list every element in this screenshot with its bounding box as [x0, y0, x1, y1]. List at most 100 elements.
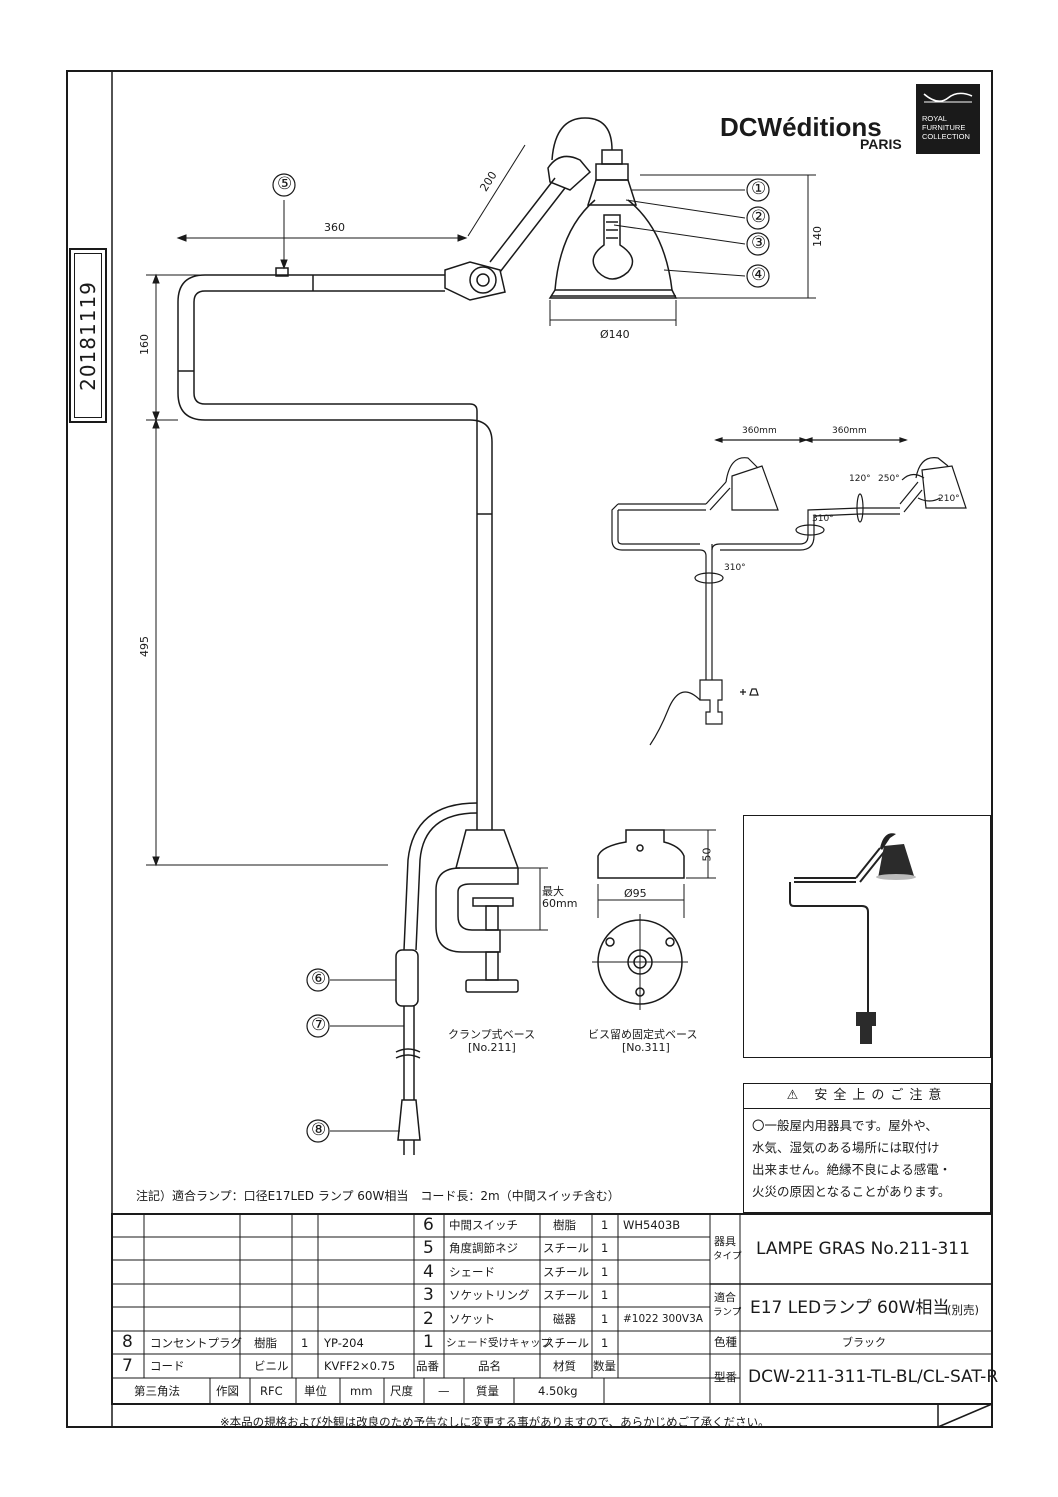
lamp-label-b: ランプ — [713, 1307, 742, 1318]
callout-8: ⑧ — [311, 1120, 327, 1140]
part-2-name: ソケット — [449, 1312, 495, 1326]
warning-line-2: 水気、湿気のある場所には取付け — [752, 1140, 940, 1155]
angle-310-post: 310° — [724, 563, 746, 573]
callout-1: ① — [751, 179, 767, 199]
part-8-name: コンセントプラグ — [150, 1336, 242, 1350]
brand-city: PARIS — [860, 136, 902, 152]
badge-line-2: FURNITURE — [922, 123, 966, 132]
part-5-qty: 1 — [601, 1241, 609, 1255]
callout-6: ⑥ — [311, 969, 327, 989]
warning-line-3: 出来ません。絶縁不良による感電・ — [752, 1162, 952, 1177]
callout-7: ⑦ — [311, 1015, 327, 1035]
drawn-label: 作図 — [216, 1384, 239, 1398]
part-4-material: スチール — [543, 1265, 589, 1279]
model-value: DCW-211-311-TL-BL/CL-SAT-R — [748, 1367, 999, 1387]
spec-note: 注記）適合ランプ：口径E17LED ランプ 60W相当 コード長：2m（中間スイ… — [136, 1189, 620, 1203]
angle-120: 120° — [849, 474, 871, 484]
callout-2: ② — [751, 207, 767, 227]
part-5-no: 5 — [423, 1238, 434, 1258]
part-4-no: 4 — [423, 1262, 434, 1282]
type-label-b: タイプ — [713, 1251, 742, 1262]
part-1-name: シェード受けキャップ — [446, 1337, 551, 1349]
badge-mark-icon — [923, 92, 973, 103]
model-label: 型番 — [714, 1370, 737, 1384]
color-label: 色種 — [714, 1335, 737, 1349]
angle-310-arm: 310° — [812, 514, 834, 524]
weight: 4.50kg — [538, 1384, 578, 1398]
scale: — — [438, 1384, 450, 1398]
span-a: 360mm — [742, 426, 777, 436]
part-8-remark: YP-204 — [324, 1336, 364, 1350]
warning-line-1: 〇一般屋内用器具です。屋外や、 — [752, 1118, 938, 1133]
part-5-material: スチール — [543, 1241, 589, 1255]
part-3-no: 3 — [423, 1285, 434, 1305]
header-name: 品名 — [478, 1359, 501, 1373]
dim-base-diameter: Ø95 — [624, 887, 647, 900]
part-8-qty: 1 — [301, 1336, 309, 1350]
date-stamp: 20181119 — [69, 248, 107, 423]
dim-shade-diameter: Ø140 — [600, 328, 630, 341]
part-3-name: ソケットリング — [449, 1288, 530, 1302]
brand-name: DCWéditions — [720, 112, 882, 142]
angle-210: 210° — [938, 494, 960, 504]
part-2-material: 磁器 — [553, 1312, 576, 1326]
drawn-by: RFC — [260, 1384, 283, 1398]
part-8-no: 8 — [122, 1332, 133, 1352]
screw-base-label: ビス留め固定式ベース — [588, 1028, 698, 1041]
type-label-a: 器具 — [714, 1235, 736, 1248]
brand-logo: DCWéditions PARIS — [720, 112, 902, 152]
part-1-qty: 1 — [601, 1336, 609, 1350]
dim-arm-upper: 360 — [324, 221, 345, 234]
part-8-material: 樹脂 — [254, 1336, 277, 1350]
lamp-sold: (別売) — [947, 1303, 979, 1317]
header-material: 材質 — [553, 1359, 576, 1373]
callout-5: ⑤ — [277, 174, 293, 194]
part-4-qty: 1 — [601, 1265, 609, 1279]
part-1-no: 1 — [423, 1332, 434, 1352]
part-3-qty: 1 — [601, 1288, 609, 1302]
royal-furniture-badge: ROYAL FURNITURE COLLECTION — [916, 84, 980, 154]
warning-title: ⚠ 安全上のご注意 — [744, 1084, 990, 1109]
unit: mm — [350, 1384, 373, 1398]
part-6-qty: 1 — [601, 1218, 609, 1232]
color-value: ブラック — [842, 1336, 886, 1349]
part-5-name: 角度調節ネジ — [449, 1241, 518, 1255]
badge-line-3: COLLECTION — [922, 132, 970, 141]
angle-250: 250° — [878, 474, 900, 484]
unit-label: 単位 — [304, 1384, 327, 1398]
warning-line-4: 火災の原因となることがあります。 — [752, 1184, 951, 1199]
badge-line-1: ROYAL — [922, 114, 947, 123]
safety-warning: ⚠ 安全上のご注意 〇一般屋内用器具です。屋外や、 水気、湿気のある場所には取付… — [743, 1083, 991, 1213]
lamp-value: E17 LEDランプ 60W相当 — [750, 1298, 950, 1318]
part-6-no: 6 — [423, 1215, 434, 1235]
part-4-name: シェード — [449, 1265, 495, 1279]
projection: 第三角法 — [134, 1384, 180, 1398]
part-6-material: 樹脂 — [553, 1218, 576, 1232]
part-7-material: ビニル — [254, 1359, 289, 1373]
type-value: LAMPE GRAS No.211-311 — [756, 1239, 970, 1259]
part-3-material: スチール — [543, 1288, 589, 1302]
dim-clamp-max-value: 60mm — [542, 897, 578, 910]
span-b: 360mm — [832, 426, 867, 436]
callout-4: ④ — [751, 265, 767, 285]
part-2-remark: #1022 300V3A — [623, 1313, 703, 1325]
part-6-remark: WH5403B — [623, 1218, 681, 1232]
weight-label: 質量 — [476, 1384, 499, 1398]
header-no: 品番 — [416, 1359, 439, 1373]
part-1-material: スチール — [543, 1336, 589, 1350]
lamp-label-a: 適合 — [714, 1291, 736, 1304]
part-6-name: 中間スイッチ — [449, 1218, 518, 1232]
part-7-no: 7 — [122, 1356, 133, 1376]
part-7-remark: KVFF2×0.75 — [324, 1359, 396, 1373]
part-2-no: 2 — [423, 1309, 434, 1329]
dim-clamp-max: 最大 — [542, 885, 564, 898]
product-photo-inset — [743, 815, 991, 1058]
header-qty: 数量 — [593, 1359, 616, 1373]
part-7-name: コード — [150, 1359, 185, 1373]
